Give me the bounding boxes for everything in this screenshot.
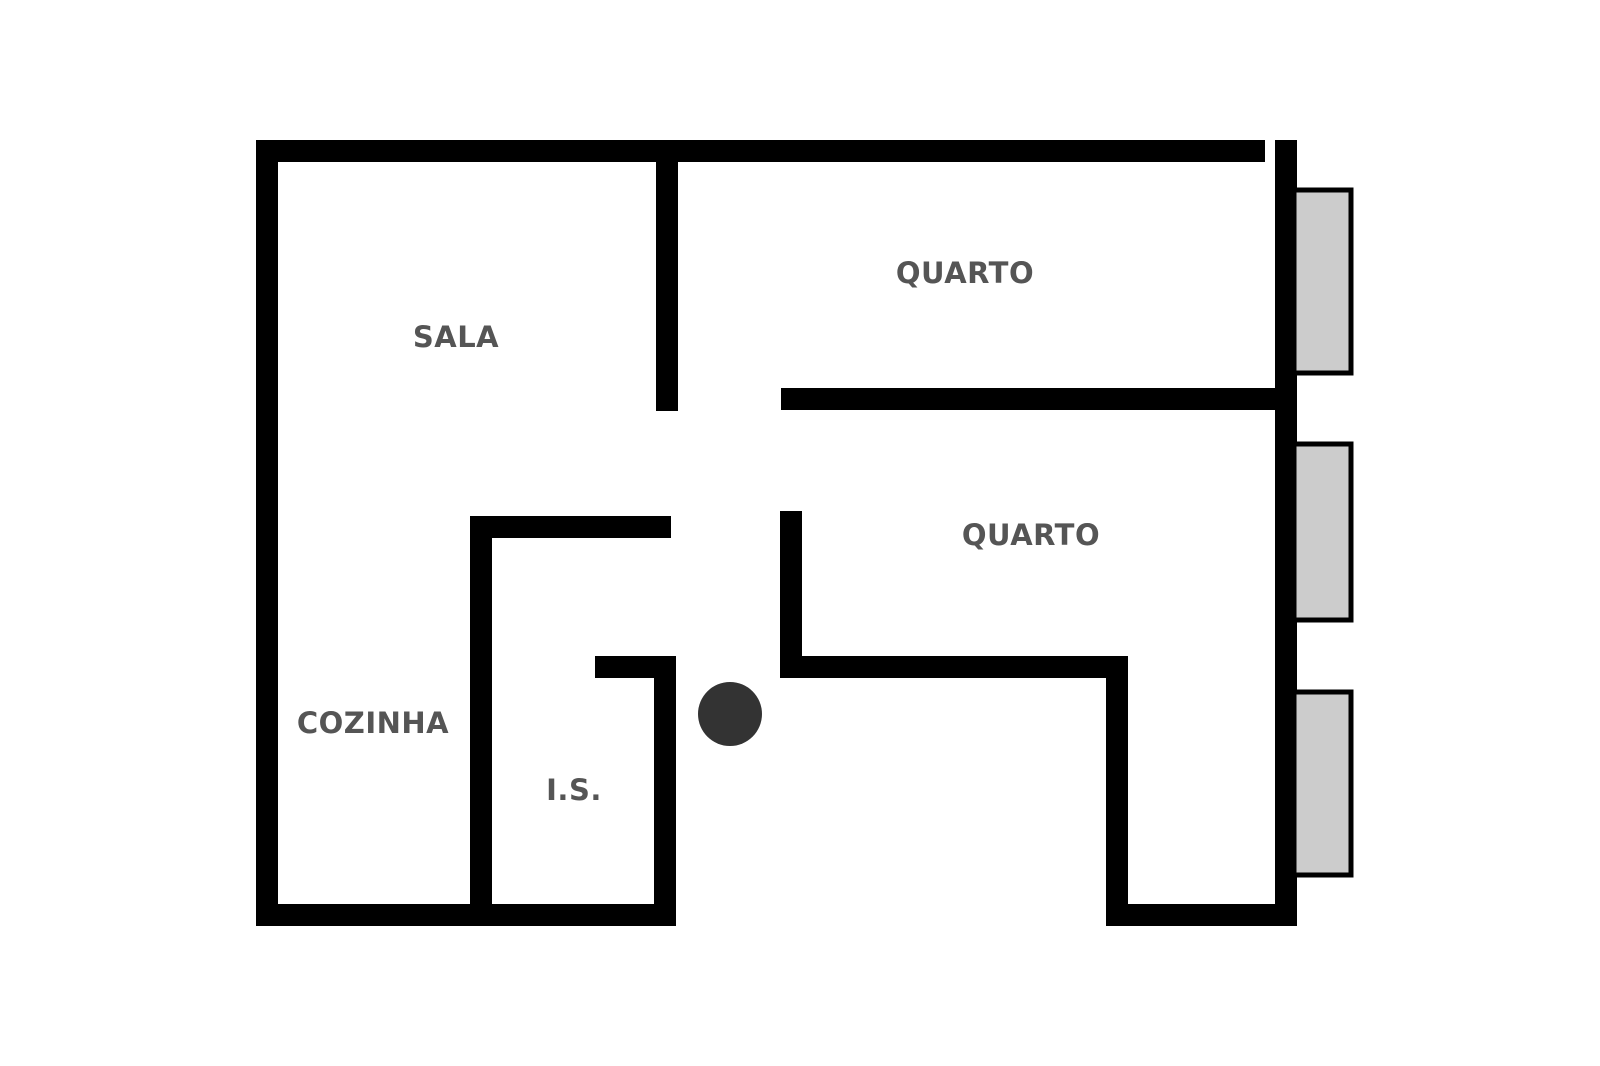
wall-left <box>256 140 278 926</box>
wall-quarto-bottom <box>780 656 1128 678</box>
label-cozinha: COZINHA <box>297 706 449 740</box>
wall-bottom-right <box>1106 904 1297 926</box>
wall-bottom-left <box>256 904 676 926</box>
wall-quarto-right-lower <box>1106 656 1128 926</box>
windows <box>1291 187 1354 878</box>
wall-sala-quarto <box>656 140 678 411</box>
wall-is-right <box>654 656 676 926</box>
wall-cozinha-is <box>470 516 492 926</box>
label-quarto-top: QUARTO <box>896 256 1034 290</box>
walls <box>256 140 1297 926</box>
wall-cozinha-top <box>470 516 671 538</box>
wall-quarto-left <box>780 511 802 676</box>
position-marker-icon <box>698 682 762 746</box>
label-is: I.S. <box>546 773 602 807</box>
wall-top <box>256 140 1265 162</box>
window-3 <box>1291 689 1354 878</box>
wall-between-quartos <box>781 388 1297 410</box>
label-sala: SALA <box>413 320 499 354</box>
window-2 <box>1291 441 1354 623</box>
window-1 <box>1291 187 1354 376</box>
label-quarto-bottom: QUARTO <box>962 518 1100 552</box>
room-labels: SALA QUARTO QUARTO COZINHA I.S. <box>297 256 1100 807</box>
